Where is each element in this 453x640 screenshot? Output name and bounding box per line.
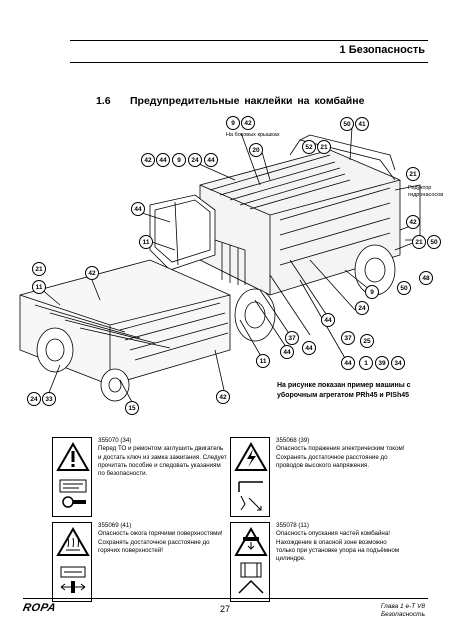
callout-44-left: 44: [131, 202, 145, 216]
callout-21-right: 21: [412, 235, 426, 249]
callout-24-bottom: 24: [27, 392, 41, 406]
warning-code: 355078 (11): [276, 522, 309, 529]
callout-44-mid: 44: [321, 313, 335, 327]
callout-44-row: 44: [156, 153, 170, 167]
callout-42-row: 42: [141, 153, 155, 167]
warning-pictogram-box: [230, 437, 270, 517]
warning-text-block: 355078 (11) Опасность опускания частей к…: [276, 522, 406, 563]
callout-50-top: 50: [340, 117, 354, 131]
crush-hazard-icon: [234, 526, 268, 594]
warning-text: Опасность ожога горячими поверхностями! …: [98, 530, 223, 554]
hot-surface-icon: [56, 526, 90, 593]
warning-code: 355069 (41): [98, 522, 132, 529]
callout-34: 34: [391, 356, 405, 370]
callout-21-top: 21: [317, 140, 331, 154]
callout-52: 52: [302, 140, 316, 154]
callout-20: 20: [249, 143, 263, 157]
footer-rule: [23, 598, 428, 599]
callout-11-low: 11: [256, 354, 270, 368]
footer-chapter-ref: Глава 1 e-T V8: [380, 603, 425, 610]
callout-24-mid: 24: [355, 301, 369, 315]
callout-11-far-left: 11: [32, 280, 46, 294]
callout-1: 1: [359, 356, 373, 370]
callout-33: 33: [42, 392, 56, 406]
callout-42-left: 42: [85, 266, 99, 280]
section-number: 1.6: [96, 95, 111, 107]
callout-21-far-left: 21: [32, 262, 46, 276]
callout-21-reducer: 21: [406, 167, 420, 181]
callout-44-row-low: 44: [341, 356, 355, 370]
diagram-caption: На рисунке показан пример машины с уборо…: [277, 382, 411, 399]
header-rule-bottom: [70, 62, 428, 63]
chapter-title: 1 Безопасность: [339, 44, 425, 56]
callout-44-row-end: 44: [204, 153, 218, 167]
callout-9-top: 9: [226, 116, 240, 130]
page-number: 27: [220, 604, 231, 614]
warning-code: 355068 (39): [276, 437, 310, 444]
footer-chapter-name: Безопасность: [380, 611, 425, 618]
callout-41: 41: [355, 117, 369, 131]
electric-hazard-icon: [234, 441, 268, 511]
note-side-covers: На боковых крышках: [226, 132, 280, 138]
callout-48: 48: [419, 271, 433, 285]
callout-44-low-a: 44: [280, 345, 294, 359]
warning-text: Перед ТО и ремонтом заглушить двигатель …: [98, 445, 227, 478]
callout-37-low: 37: [285, 331, 299, 345]
warning-pictogram-box: [230, 522, 270, 602]
callout-39: 39: [375, 356, 389, 370]
header-rule: [70, 40, 428, 41]
callout-11-left: 11: [139, 235, 153, 249]
warning-code: 355070 (34): [98, 437, 132, 444]
footer-chapter: Глава 1 e-T V8 Безопасность: [381, 603, 425, 619]
note-reducer: Редуктор гидронасосов: [408, 185, 444, 198]
warning-triangle-icon: [56, 441, 90, 508]
callout-25: 25: [360, 334, 374, 348]
ropa-logo: ROPA: [21, 602, 58, 614]
callout-15: 15: [125, 401, 139, 415]
callout-44-low-b: 44: [302, 341, 316, 355]
callout-9-mid: 9: [365, 285, 379, 299]
harvester-illustration: [19, 126, 425, 403]
callout-37-mid: 37: [341, 331, 355, 345]
callout-9-row: 9: [172, 153, 186, 167]
callout-50-right: 50: [427, 235, 441, 249]
warning-pictogram-box: [52, 522, 92, 602]
callout-50-mid: 50: [397, 281, 411, 295]
warning-text: Опасность поражения электрическим током!…: [276, 445, 405, 469]
callout-42-top: 42: [241, 116, 255, 130]
section-heading: 1.6 Предупредительные наклейки на комбайн…: [96, 95, 364, 107]
warning-text: Опасность опускания частей комбайна! Нах…: [276, 530, 400, 563]
callout-24-row: 24: [188, 153, 202, 167]
warning-text-block: 355069 (41) Опасность ожога горячими пов…: [98, 522, 228, 555]
warning-text-block: 355070 (34) Перед ТО и ремонтом заглушит…: [98, 437, 228, 478]
section-title: Предупредительные наклейки на комбайне: [130, 95, 365, 107]
warning-text-block: 355068 (39) Опасность поражения электрич…: [276, 437, 406, 470]
callout-42-bottom: 42: [216, 390, 230, 404]
callout-42-right: 42: [406, 215, 420, 229]
warning-pictogram-box: [52, 437, 92, 517]
